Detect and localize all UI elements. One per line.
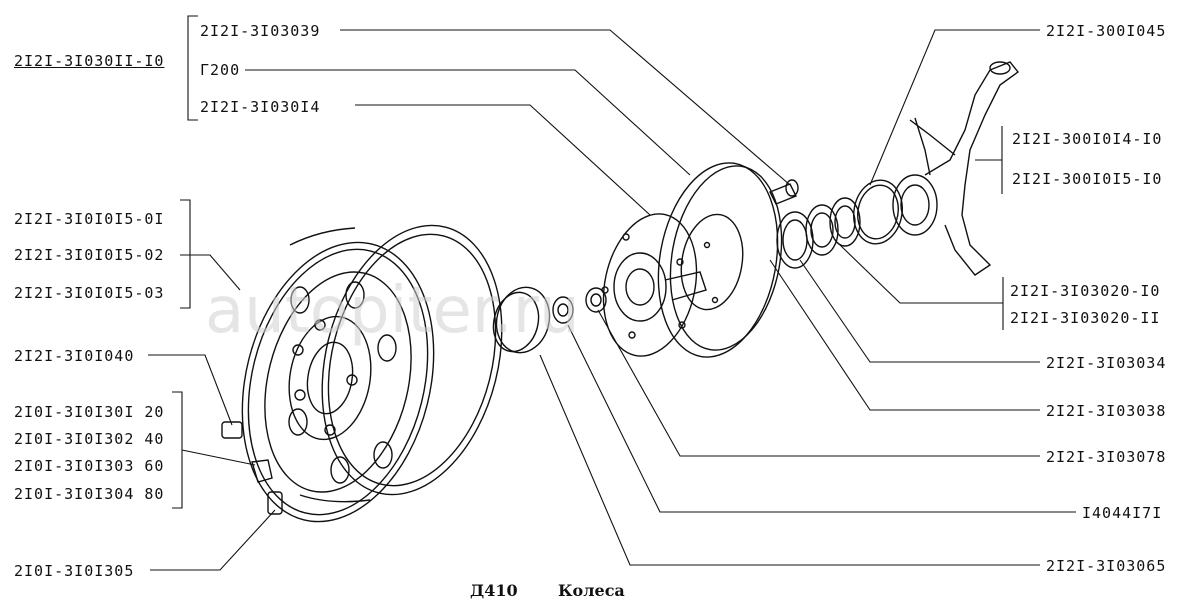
label-top-2: Г200 [200, 61, 241, 79]
label-right-3: 2I2I-3I03078 [1046, 448, 1167, 466]
label-valve: 2I0I-3I0I305 [14, 562, 135, 580]
label-knuckle-2: 2I2I-300I0I5-I0 [1012, 170, 1163, 188]
label-knuckle: 2I2I-300I045 [1046, 22, 1167, 40]
label-weight-4: 2I0I-3I0I304 80 [14, 485, 165, 503]
label-bearing-2: 2I2I-3I03020-II [1010, 309, 1161, 327]
steering-knuckle [892, 61, 1020, 276]
hub-nut [552, 296, 574, 324]
label-disc-1: 2I2I-3I0I0I5-0I [14, 210, 165, 228]
bearing-set [776, 197, 861, 269]
valve-stem [267, 491, 283, 515]
label-weight-2: 2I0I-3I0I302 40 [14, 430, 165, 448]
balance-weight [251, 459, 273, 483]
label-weight-1: 2I0I-3I0I30I 20 [14, 403, 165, 421]
hub-cap [492, 286, 551, 354]
label-top-3: 2I2I-3I030I4 [200, 98, 321, 116]
page-title: Колеса [558, 581, 625, 600]
wheel-nut [221, 421, 243, 439]
wheel-rim [241, 224, 503, 523]
label-knuckle-1: 2I2I-300I0I4-I0 [1012, 130, 1163, 148]
label-right-2: 2I2I-3I03038 [1046, 402, 1167, 420]
label-right-1: 2I2I-3I03034 [1046, 354, 1167, 372]
label-right-4: I4044I7I [1082, 504, 1163, 522]
seal-ring [853, 179, 903, 245]
hub-washer [585, 287, 607, 313]
label-disc-2: 2I2I-3I0I0I5-02 [14, 246, 165, 264]
label-assembly: 2I2I-3I030II-I0 [14, 52, 165, 70]
label-weight-3: 2I0I-3I0I303 60 [14, 457, 165, 475]
brake-disc [657, 162, 783, 358]
disc-bolt [769, 179, 799, 205]
label-nut: 2I2I-3I0I040 [14, 347, 135, 365]
watermark: autopiter.ru [205, 274, 580, 348]
label-disc-3: 2I2I-3I0I0I5-03 [14, 284, 165, 302]
wheel-hub [601, 213, 707, 357]
label-bearing-1: 2I2I-3I03020-I0 [1010, 282, 1161, 300]
label-right-5: 2I2I-3I03065 [1046, 557, 1167, 575]
label-top-1: 2I2I-3I03039 [200, 22, 321, 40]
page-code: Д410 [470, 581, 518, 600]
